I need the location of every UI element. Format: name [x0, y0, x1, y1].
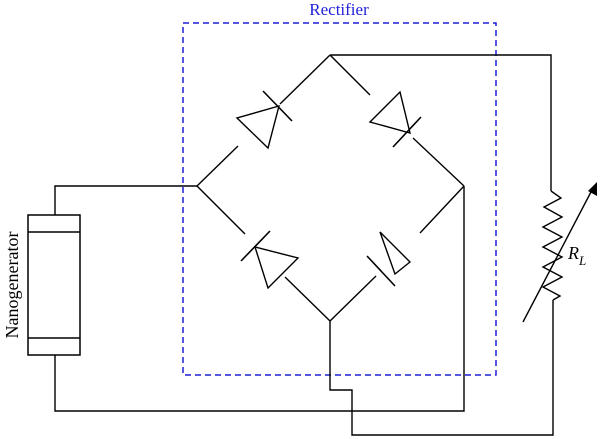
- diode-bottom-left: [240, 230, 300, 290]
- bridge-wires: [196, 54, 465, 322]
- load-symbol: R: [567, 243, 579, 263]
- external-wires: [54, 54, 554, 436]
- diode-bottom-right: [366, 231, 412, 287]
- diode-top-right: [368, 90, 422, 148]
- load-subscript: L: [578, 253, 586, 268]
- nanogenerator-label: Nanogenerator: [2, 232, 22, 339]
- load-label: RL: [567, 243, 586, 268]
- variable-arrow-head: [588, 182, 597, 196]
- nanogenerator: [27, 214, 81, 356]
- variable-arrow-shaft: [522, 189, 593, 323]
- load-resistor: [522, 182, 597, 323]
- rectifier-box: [182, 22, 497, 376]
- diode-top-left: [235, 90, 293, 150]
- rectifier-label: Rectifier: [309, 0, 369, 19]
